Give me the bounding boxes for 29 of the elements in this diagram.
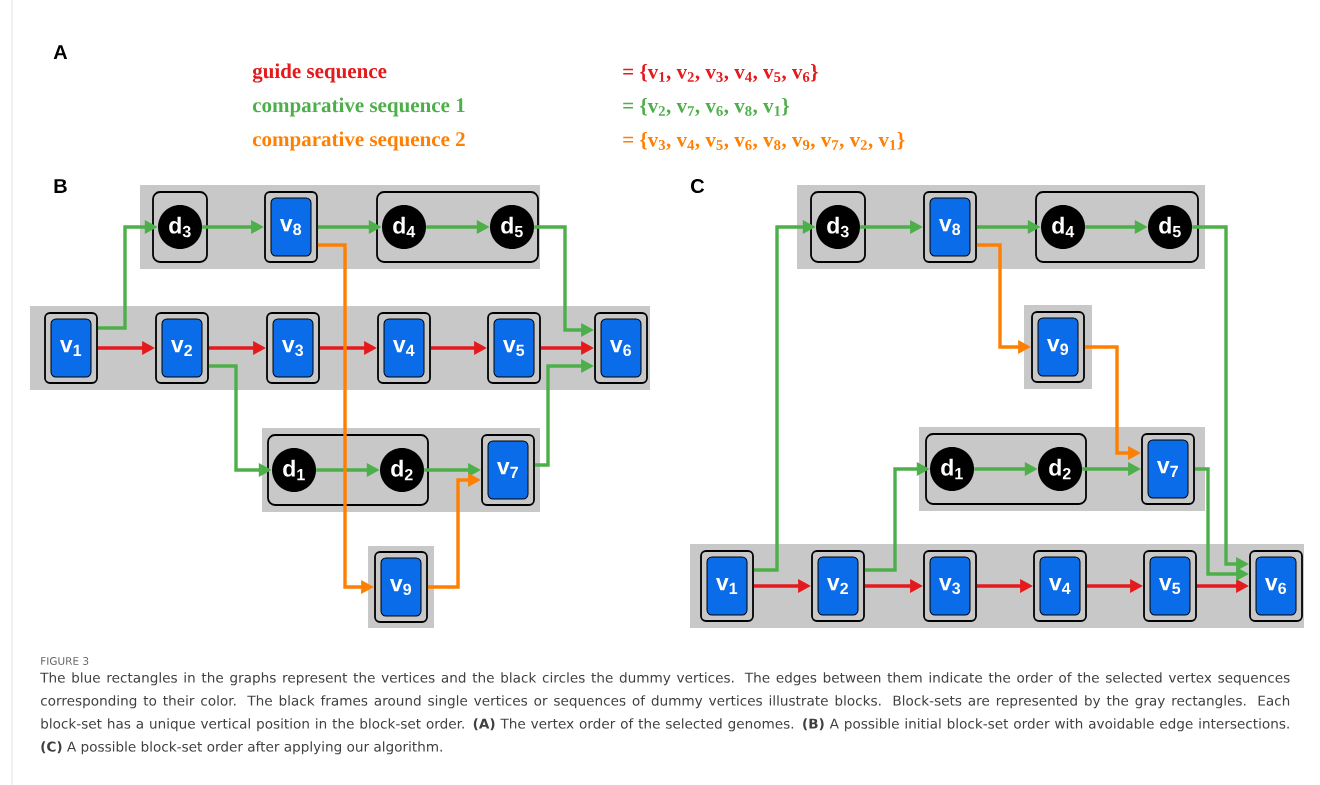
vertex-box: v$_{4}$ bbox=[1033, 550, 1087, 622]
panel-letter: B bbox=[54, 179, 67, 193]
vertex-box: v$_{5}$ bbox=[487, 312, 541, 384]
vertex-box: v$_{9}$ bbox=[1031, 311, 1085, 383]
sequence-name: comparative sequence 1 bbox=[252, 97, 465, 117]
vertex-box: v$_{1}$ bbox=[700, 550, 754, 622]
vertex-box: v$_{1}$ bbox=[44, 312, 98, 384]
vertex-box: v$_{4}$ bbox=[377, 312, 431, 384]
vertex-box: v$_{6}$ bbox=[594, 312, 648, 384]
vertex-box: v$_{3}$ bbox=[923, 550, 977, 622]
sequence-set: = {v$_{3}$, v$_{4}$, v$_{5}$, v$_{6}$, v$_{8}$, v$_{9}$, v$_{7}$, v$_{2}$, v$_{1}$} bbox=[623, 132, 905, 150]
figure-label: FIGURE 3 bbox=[41, 657, 89, 665]
sequence-name: guide sequence bbox=[252, 63, 387, 83]
vertex-box: v$_{6}$ bbox=[1249, 550, 1303, 622]
vertex-box: v$_{2}$ bbox=[811, 550, 865, 622]
vertex-box: v$_{8}$ bbox=[923, 191, 977, 263]
vertex-box: v$_{5}$ bbox=[1143, 550, 1197, 622]
panel-letter: C bbox=[691, 178, 705, 194]
sequence-set: = {v$_{1}$, v$_{2}$, v$_{3}$, v$_{4}$, v$_{5}$, v$_{6}$} bbox=[623, 64, 818, 82]
vertex-box: v$_{2}$ bbox=[155, 312, 209, 384]
caption: The blue rectangles in the graphs represent the vertices and the black circles the dummy vertices. The edges between them indicate the order of the selected vertex sequences corresponding to their color. The black frames around single vertices or sequences of dummy vertices illustrate blocks. Block-sets are represented by the gray rectangles. Each block-set has a unique vertical position in the block-set order. (A) The vertex order of the selected genomes. (B) A possible initial block-set order with avoidable edge intersections. (C) A possible block-set order after applying our algorithm. bbox=[40, 672, 1290, 755]
vertex-box: v$_{7}$ bbox=[1141, 433, 1195, 505]
sequence-name: comparative sequence 2 bbox=[252, 131, 465, 151]
panel-letter: A bbox=[53, 45, 68, 59]
vertex-box: v$_{8}$ bbox=[264, 191, 318, 263]
vertex-box: v$_{3}$ bbox=[266, 312, 320, 384]
vertex-box: v$_{9}$ bbox=[374, 551, 428, 623]
sequence-set: = {v$_{2}$, v$_{7}$, v$_{6}$, v$_{8}$, v$_{1}$} bbox=[623, 98, 790, 116]
vertex-box: v$_{7}$ bbox=[481, 434, 535, 506]
